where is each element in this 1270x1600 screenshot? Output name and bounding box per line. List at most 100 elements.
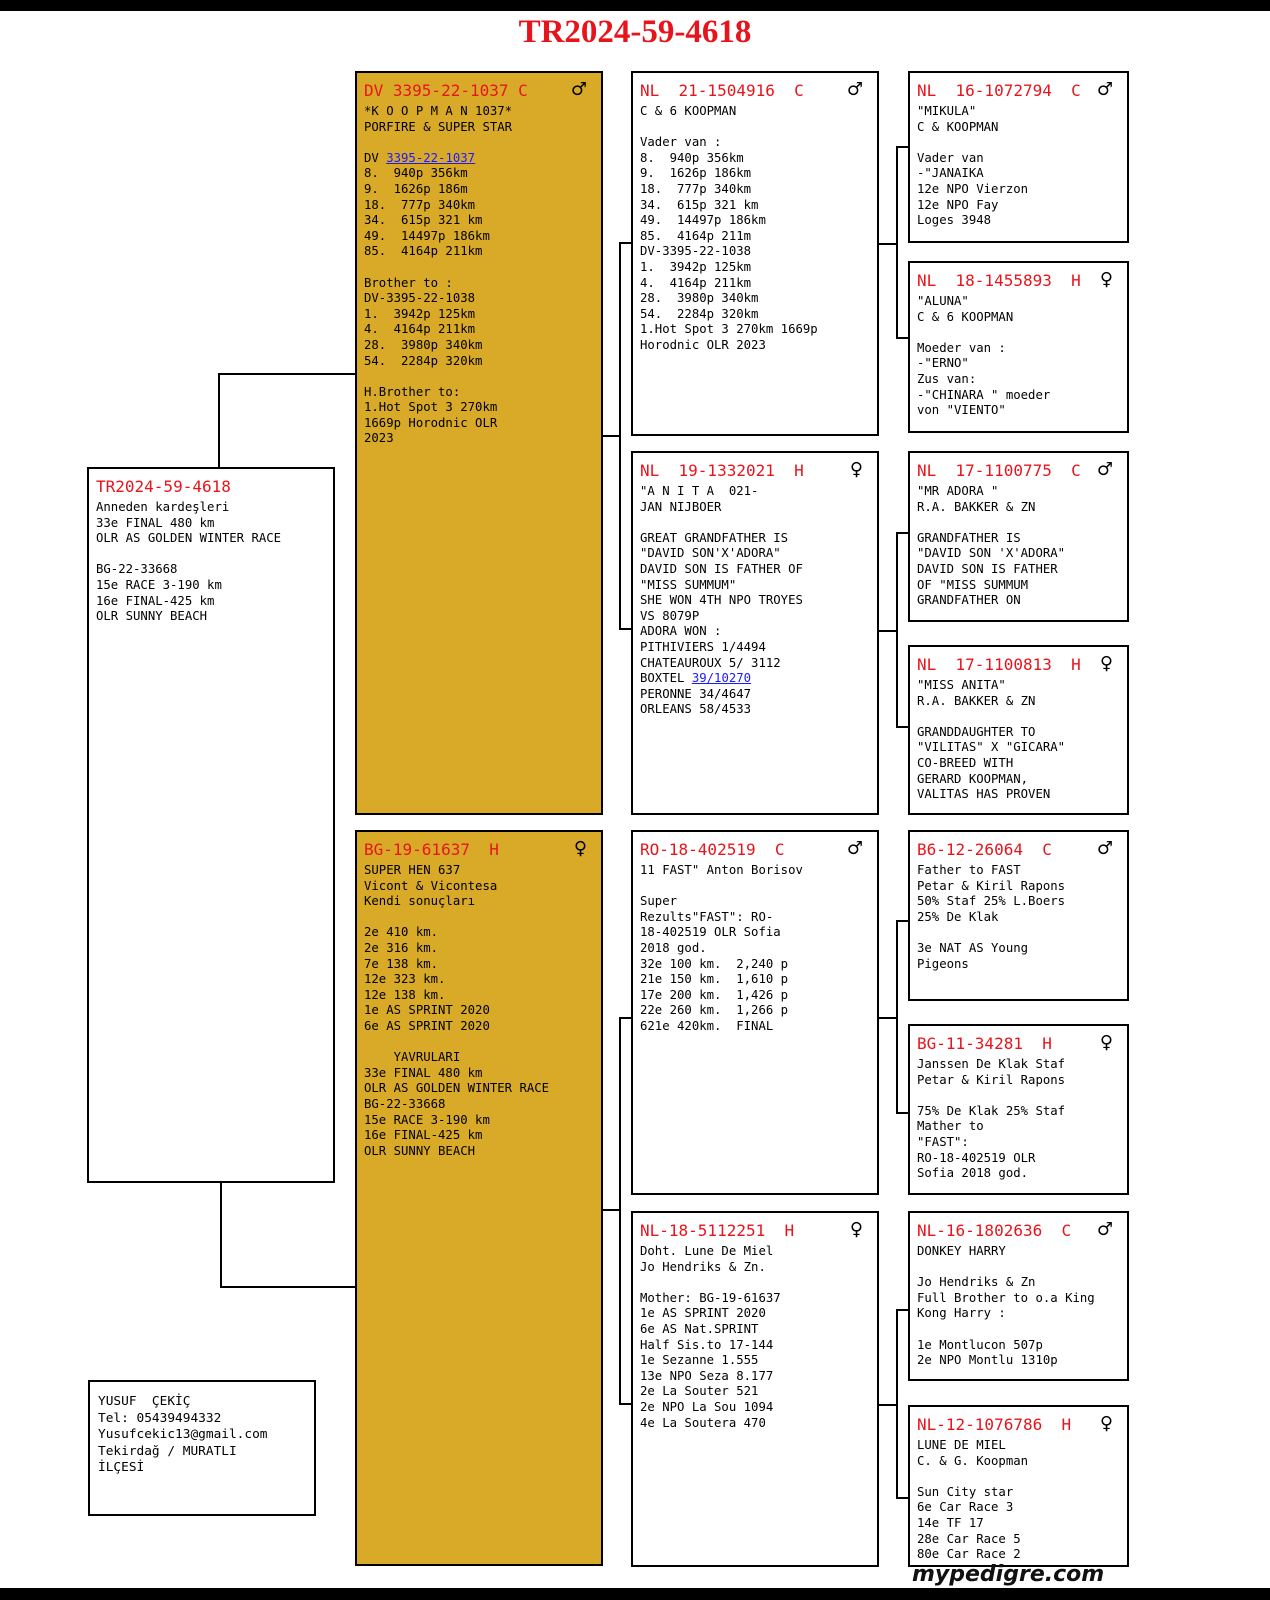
connector-line: [619, 1403, 631, 1405]
ring-number: BG-19-61637 H: [364, 840, 499, 859]
text-line: Kendi sonuçları: [364, 894, 476, 909]
connector-line: [896, 1112, 908, 1114]
text-line: "FAST":: [917, 1134, 969, 1149]
blank-line: [917, 325, 1120, 341]
ring-link[interactable]: 3395-22-1037: [386, 150, 476, 165]
text-line: -"ERNO": [917, 356, 969, 371]
text-line: GRANDFATHER IS: [917, 530, 1021, 545]
text-line: 28e Car Race 5: [917, 1531, 1021, 1546]
text-line: CHATEAUROUX 5/ 3112: [640, 655, 781, 670]
sire-dam-dam-card[interactable]: NL 17-1100813 H ♀ "MISS ANITA"R.A. BAKKE…: [908, 645, 1129, 815]
ring-number: NL 21-1504916 C: [640, 81, 804, 100]
connector-line: [220, 1286, 356, 1288]
text-line: Anneden kardeşleri: [96, 500, 230, 514]
blank-line: [96, 547, 326, 563]
ring-number: BG-11-34281 H: [917, 1034, 1052, 1053]
ring-link[interactable]: 39/10270: [691, 671, 752, 686]
text-line: 33e FINAL 480 km: [96, 515, 215, 530]
text-line: 1.Hot Spot 3 270km 1669p: [640, 322, 818, 337]
text-line: 8. 940p 356km: [640, 150, 744, 165]
female-symbol-icon: ♀: [1099, 1413, 1113, 1434]
text-line: Sun City star: [917, 1484, 1014, 1499]
male-symbol-icon: ♂: [1096, 1219, 1113, 1240]
text-line: YUSUF ÇEKİÇ: [98, 1394, 191, 1409]
connector-line: [619, 242, 621, 630]
site-watermark: mypedigre.com: [912, 1562, 1105, 1587]
text-line: LUNE DE MIEL: [917, 1438, 1006, 1452]
text-line: 16e FINAL-425 km: [364, 1128, 483, 1143]
bottom-border: [0, 1588, 1270, 1600]
text-line: Full Brother to o.a King: [917, 1290, 1095, 1305]
blank-line: [917, 515, 1120, 531]
text-line: Petar & Kiril Rapons: [917, 878, 1066, 893]
text-line: 2e NPO La Sou 1094: [640, 1399, 774, 1414]
male-symbol-icon: ♂: [570, 79, 587, 100]
connector-line: [218, 373, 220, 467]
text-line: CO-BREED WITH: [917, 755, 1014, 770]
page-title: TR2024-59-4618: [518, 14, 752, 50]
female-symbol-icon: ♀: [573, 838, 587, 859]
text-line: ORLEANS 58/4533: [640, 702, 752, 717]
blank-line: [640, 515, 870, 531]
text-line: Horodnic OLR 2023: [640, 337, 766, 352]
text-line: 2e NPO Montlu 1310p: [917, 1353, 1058, 1368]
blank-line: [364, 369, 594, 385]
connector-line: [619, 628, 631, 630]
blank-line: [917, 709, 1120, 725]
text-line: Loges 3948: [917, 213, 992, 228]
sire-dam-card[interactable]: NL 19-1332021 H ♀ "A N I T A 021-JAN NIJ…: [631, 451, 879, 815]
connector-line: [896, 146, 898, 339]
ring-number: NL 17-1100813 H: [917, 655, 1081, 674]
sire-dam-sire-card[interactable]: NL 17-1100775 C ♂ "MR ADORA "R.A. BAKKER…: [908, 451, 1129, 622]
text-line: GREAT GRANDFATHER IS: [640, 530, 789, 545]
text-line: DV 3395-22-1037: [364, 150, 476, 165]
text-line: "MR ADORA ": [917, 484, 999, 498]
text-line: Kong Harry :: [917, 1306, 1006, 1321]
text-line: 3e NAT AS Young: [917, 940, 1029, 955]
text-line: 15e RACE 3-190 km: [364, 1112, 490, 1127]
text-line: DONKEY HARRY: [917, 1244, 1006, 1258]
connector-line: [896, 532, 908, 534]
text-line: 6e AS Nat.SPRINT: [640, 1321, 759, 1336]
text-line: 18. 777p 340km: [640, 181, 752, 196]
text-line: Sofia 2018 god.: [917, 1166, 1029, 1181]
text-line: 33e FINAL 480 km: [364, 1065, 483, 1080]
text-line: H.Brother to:: [364, 384, 461, 399]
text-line: DV-3395-22-1038: [364, 291, 476, 306]
text-line: 6e AS SPRINT 2020: [364, 1018, 490, 1033]
text-line: Mather to: [917, 1119, 984, 1134]
text-line: 15e RACE 3-190 km: [96, 577, 222, 592]
text-line: 80e Car Race 2: [917, 1547, 1021, 1562]
text-line: 1e Sezanne 1.555: [640, 1353, 759, 1368]
text-line: 28. 3980p 340km: [640, 291, 759, 306]
text-line: 85. 4164p 211km: [364, 244, 483, 259]
text-line: GRANDDAUGHTER TO: [917, 724, 1036, 739]
text-line: 1.Hot Spot 3 270km: [364, 400, 498, 415]
blank-line: [364, 135, 594, 151]
text-line: -"JANAIKA: [917, 166, 984, 181]
blank-line: [640, 1275, 870, 1291]
blank-line: [640, 879, 870, 895]
text-line: von "VIENTO": [917, 403, 1006, 418]
sire-card[interactable]: DV 3395-22-1037 C ♂ *K O O P M A N 1037*…: [355, 71, 603, 815]
text-line: OLR AS GOLDEN WINTER RACE: [364, 1081, 550, 1096]
